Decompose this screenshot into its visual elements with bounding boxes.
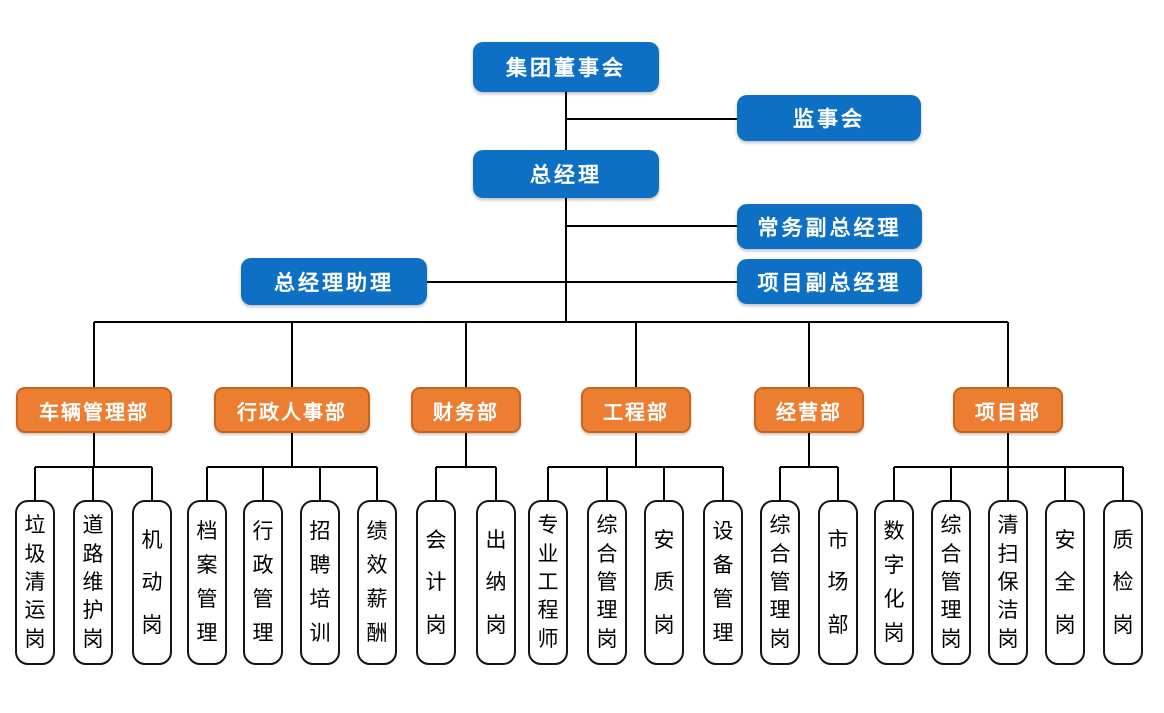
post-cashier: 出纳岗	[476, 500, 516, 665]
dept-engineering: 工程部	[581, 387, 691, 433]
dept-project: 项目部	[953, 387, 1063, 433]
connector-department-distributor	[93, 321, 1009, 387]
post-recruitment-training: 招聘培训	[300, 500, 340, 665]
post-engineering-general-management: 综合管理岗	[587, 500, 627, 665]
post-performance-compensation: 绩效薪酬	[357, 500, 397, 665]
connector-project-subtree	[893, 433, 1124, 500]
node-general-manager: 总经理	[473, 150, 659, 198]
node-group-board: 集团董事会	[473, 42, 659, 92]
post-administrative-management: 行政管理	[243, 500, 283, 665]
connector-admin-hr-subtree	[206, 433, 378, 500]
post-safety: 安全岗	[1045, 500, 1085, 665]
post-mobile-duty: 机动岗	[132, 500, 172, 665]
post-project-general-management: 综合管理岗	[931, 500, 971, 665]
post-accounting: 会计岗	[416, 500, 456, 665]
dept-admin-hr: 行政人事部	[214, 387, 370, 433]
post-market-department: 市场部	[818, 500, 858, 665]
node-project-deputy-gm: 项目副总经理	[737, 259, 922, 304]
node-gm-assistant: 总经理助理	[241, 258, 427, 305]
connector-finance-subtree	[435, 433, 497, 500]
post-operations-general-management: 综合管理岗	[760, 500, 800, 665]
post-professional-engineer: 专业工程师	[528, 500, 568, 665]
connector-top-hierarchy	[427, 92, 737, 322]
post-equipment-management: 设备管理	[703, 500, 743, 665]
post-digitalization: 数字化岗	[874, 500, 914, 665]
post-safety-quality: 安质岗	[644, 500, 684, 665]
connector-vehicle-dept-subtree	[34, 433, 153, 500]
dept-vehicle-management: 车辆管理部	[16, 387, 172, 433]
post-garbage-removal: 垃圾清运岗	[15, 500, 55, 665]
post-quality-inspection: 质检岗	[1103, 500, 1143, 665]
connector-group	[34, 92, 1124, 500]
post-archives-management: 档案管理	[187, 500, 227, 665]
dept-operations: 经营部	[754, 387, 864, 433]
node-executive-deputy-gm: 常务副总经理	[737, 204, 922, 249]
node-supervisory-board: 监事会	[737, 95, 921, 141]
post-road-maintenance: 道路维护岗	[73, 500, 113, 665]
connector-operations-subtree	[779, 433, 839, 500]
post-cleaning-sanitation: 清扫保洁岗	[988, 500, 1028, 665]
connector-engineering-subtree	[547, 433, 724, 500]
dept-finance: 财务部	[411, 387, 521, 433]
